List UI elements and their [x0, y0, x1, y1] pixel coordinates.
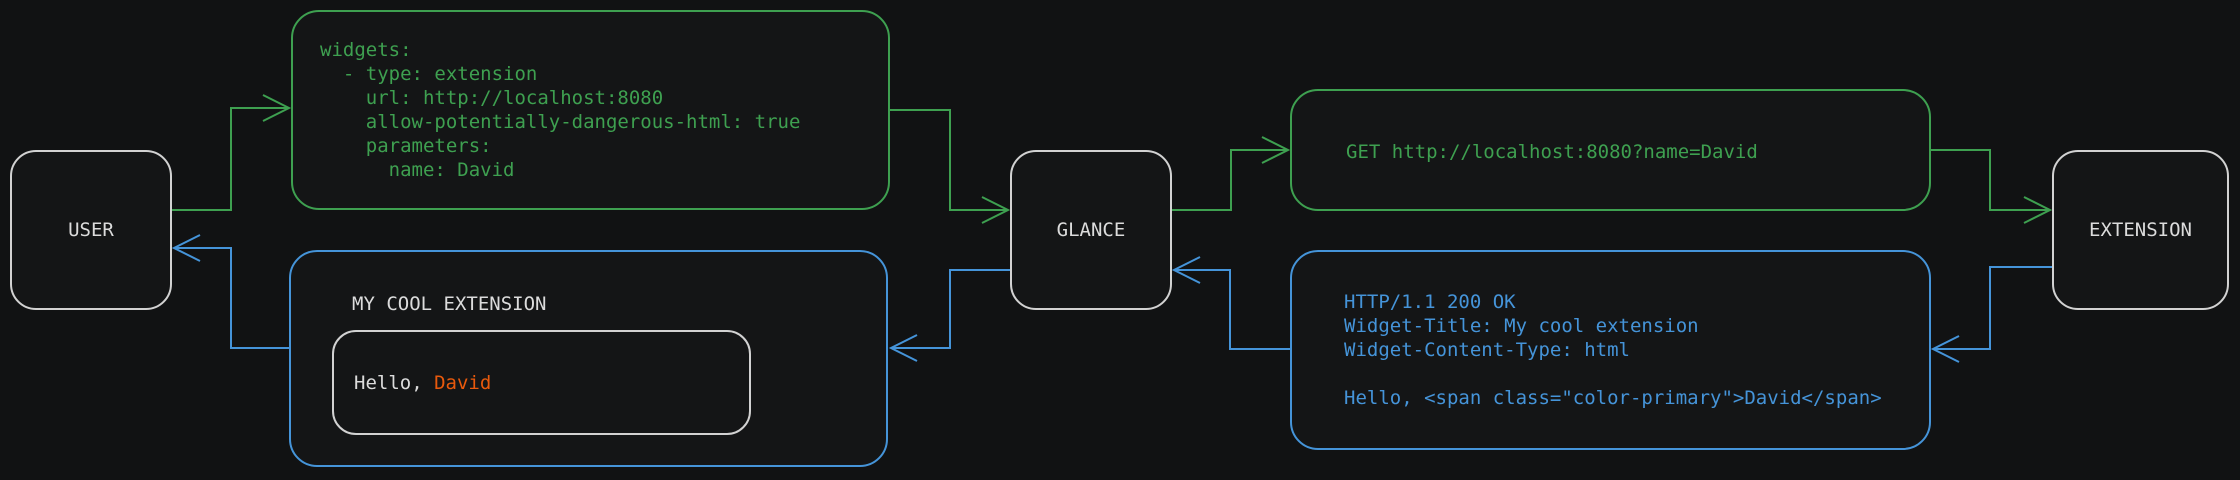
connector-glance-to-request — [1172, 136, 1291, 211]
extension-node-label: EXTENSION — [2089, 219, 2192, 241]
widget-preview-box: MY COOL EXTENSION Hello, David — [289, 250, 888, 467]
http-response-box: HTTP/1.1 200 OK Widget-Title: My cool ex… — [1290, 250, 1931, 450]
user-node: USER — [10, 150, 172, 310]
connector-user-to-config — [172, 94, 292, 211]
widget-title: MY COOL EXTENSION — [352, 293, 547, 315]
http-request-code: GET http://localhost:8080?name=David — [1346, 141, 1758, 163]
user-node-label: USER — [68, 219, 114, 241]
connector-request-to-extension — [1931, 149, 2053, 224]
greeting-prefix: Hello, — [354, 371, 435, 394]
arrowhead-right-icon — [262, 94, 292, 122]
glance-node-label: GLANCE — [1056, 219, 1126, 241]
arrowhead-right-icon — [981, 196, 1011, 224]
extension-node: EXTENSION — [2052, 150, 2229, 310]
connector-extension-to-response — [1930, 266, 2052, 363]
connector-config-to-glance — [890, 109, 1011, 224]
http-response-code: HTTP/1.1 200 OK Widget-Title: My cool ex… — [1344, 291, 1882, 409]
arrowhead-right-icon — [1261, 136, 1291, 164]
arrowhead-left-icon — [1171, 256, 1201, 284]
arrowhead-left-icon — [888, 334, 918, 362]
greeting-name: David — [434, 371, 492, 394]
widget-content-box: Hello, David — [332, 330, 751, 435]
arrowhead-right-icon — [2023, 196, 2053, 224]
arrowhead-left-icon — [171, 234, 201, 262]
http-request-box: GET http://localhost:8080?name=David — [1290, 89, 1931, 211]
config-yaml-box: widgets: - type: extension url: http://l… — [291, 10, 890, 210]
connector-response-to-glance — [1171, 256, 1290, 350]
connector-widget-to-user — [171, 234, 289, 349]
arrowhead-left-icon — [1930, 335, 1960, 363]
connector-glance-to-widget — [888, 269, 1010, 362]
glance-node: GLANCE — [1010, 150, 1172, 310]
config-yaml-code: widgets: - type: extension url: http://l… — [320, 39, 801, 181]
